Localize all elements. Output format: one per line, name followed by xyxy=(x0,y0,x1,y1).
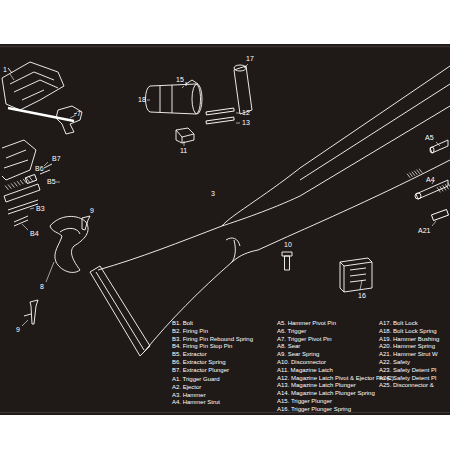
callout-number: 11 xyxy=(180,147,187,155)
parts-list-entry: B5. Extractor xyxy=(172,351,207,358)
parts-list-entry: A14. Magazine Latch Plunger Spring xyxy=(277,390,375,397)
spring-coil xyxy=(419,169,422,173)
parts-list-entry: B6. Extractor Spring xyxy=(172,359,226,366)
callout-number: 18 xyxy=(138,96,146,104)
parts-list-entry: A6. Trigger xyxy=(277,328,306,335)
parts-list-entry: A18. Bolt Lock Spring xyxy=(379,328,437,335)
spring-coil xyxy=(407,174,410,178)
callout-number: 16 xyxy=(358,292,366,300)
spring-coil xyxy=(437,187,440,192)
callout-number: A5 xyxy=(425,134,434,142)
callout-number: 9 xyxy=(16,326,20,334)
parts-list-entry: A8. Sear xyxy=(277,343,300,350)
spring-coil xyxy=(8,185,11,189)
parts-list-entry: A1. Trigger Guard xyxy=(172,376,220,383)
parts-list-entry: B3. Firing Pin Rebound Spring xyxy=(172,336,253,343)
spring-coil xyxy=(414,171,417,175)
spring-coil xyxy=(11,183,14,187)
callout-number: B3 xyxy=(36,205,45,213)
spring-coil xyxy=(14,182,17,186)
callout-number: A4 xyxy=(426,176,435,184)
parts-list-entry: A11. Magazine Latch xyxy=(277,367,333,374)
parts-list-entry: B1. Bolt xyxy=(172,320,193,327)
callout-number: 17 xyxy=(246,55,254,63)
callout-number: B6 xyxy=(35,165,44,173)
spring-coil xyxy=(26,178,29,182)
spring-coil xyxy=(20,180,23,184)
parts-list-entry: A2. Ejector xyxy=(172,384,201,391)
callout-number: 10 xyxy=(284,241,292,249)
parts-list-entry: A4. Hammer Strut xyxy=(172,399,220,406)
spring-coil xyxy=(17,181,20,185)
callout-number: 12 xyxy=(242,109,250,117)
callout-number: 15 xyxy=(176,76,184,84)
spring-coil xyxy=(442,185,445,190)
parts-list-entry: A25. Disconnector & xyxy=(379,382,434,389)
parts-list-entry: A21. Hammer Strut W xyxy=(379,351,438,358)
parts-list-entry: A7. Trigger Pivot Pin xyxy=(277,336,332,343)
spring-coil xyxy=(445,184,448,189)
parts-list-entry: A22. Safety xyxy=(379,359,410,366)
callout-number: 1 xyxy=(3,66,7,74)
spring-coil xyxy=(448,183,450,188)
callout-number: 3 xyxy=(211,190,215,198)
callout-number: B7 xyxy=(52,155,61,163)
mat-ground xyxy=(0,44,450,415)
parts-list-entry: A15. Trigger Plunger xyxy=(277,398,332,405)
parts-list-entry: A17. Bolt Lock xyxy=(379,320,418,327)
parts-list-entry: A12. Magazine Latch Pivot & Ejector Pin … xyxy=(277,375,394,382)
parts-list-entry: B7. Extractor Plunger xyxy=(172,367,229,374)
spring-coil xyxy=(417,170,420,174)
parts-list-entry: A10. Disconnector xyxy=(277,359,326,366)
parts-list-entry: A16. Trigger Plunger Spring xyxy=(277,406,351,413)
callout-number: B4 xyxy=(30,230,39,238)
callout-number: 13 xyxy=(242,119,250,127)
callout-number: A21 xyxy=(418,227,430,235)
parts-list-entry: A3. Hammer xyxy=(172,392,206,399)
spring-coil xyxy=(409,173,412,177)
parts-list-entry: A5. Hammer Pivot Pin xyxy=(277,320,336,327)
callout-number: 8 xyxy=(40,283,44,291)
parts-list-entry: B4. Firing Pin Stop Pin xyxy=(172,343,232,350)
callout-number: 9 xyxy=(90,207,94,215)
spring-coil xyxy=(440,186,443,191)
parts-list-entry: A19. Hammer Bushing xyxy=(379,336,439,343)
parts-list-entry: A23. Safety Detent Pl xyxy=(379,367,436,374)
parts-list-entry: B2. Firing Pin xyxy=(172,328,208,335)
spring-coil xyxy=(412,172,415,176)
spring-coil xyxy=(29,177,32,181)
callout-number: B5 xyxy=(47,178,56,186)
parts-list-entry: A9. Sear Spring xyxy=(277,351,319,358)
parts-list-entry: A13. Magazine Latch Plunger xyxy=(277,382,356,389)
callout-number: 7 xyxy=(77,110,81,118)
spring-coil xyxy=(5,186,8,190)
spring-coil xyxy=(23,179,26,183)
parts-list-entry: A20. Hammer Spring xyxy=(379,343,435,350)
parts-list-entry: A24. Safety Detent Pl xyxy=(379,375,436,382)
